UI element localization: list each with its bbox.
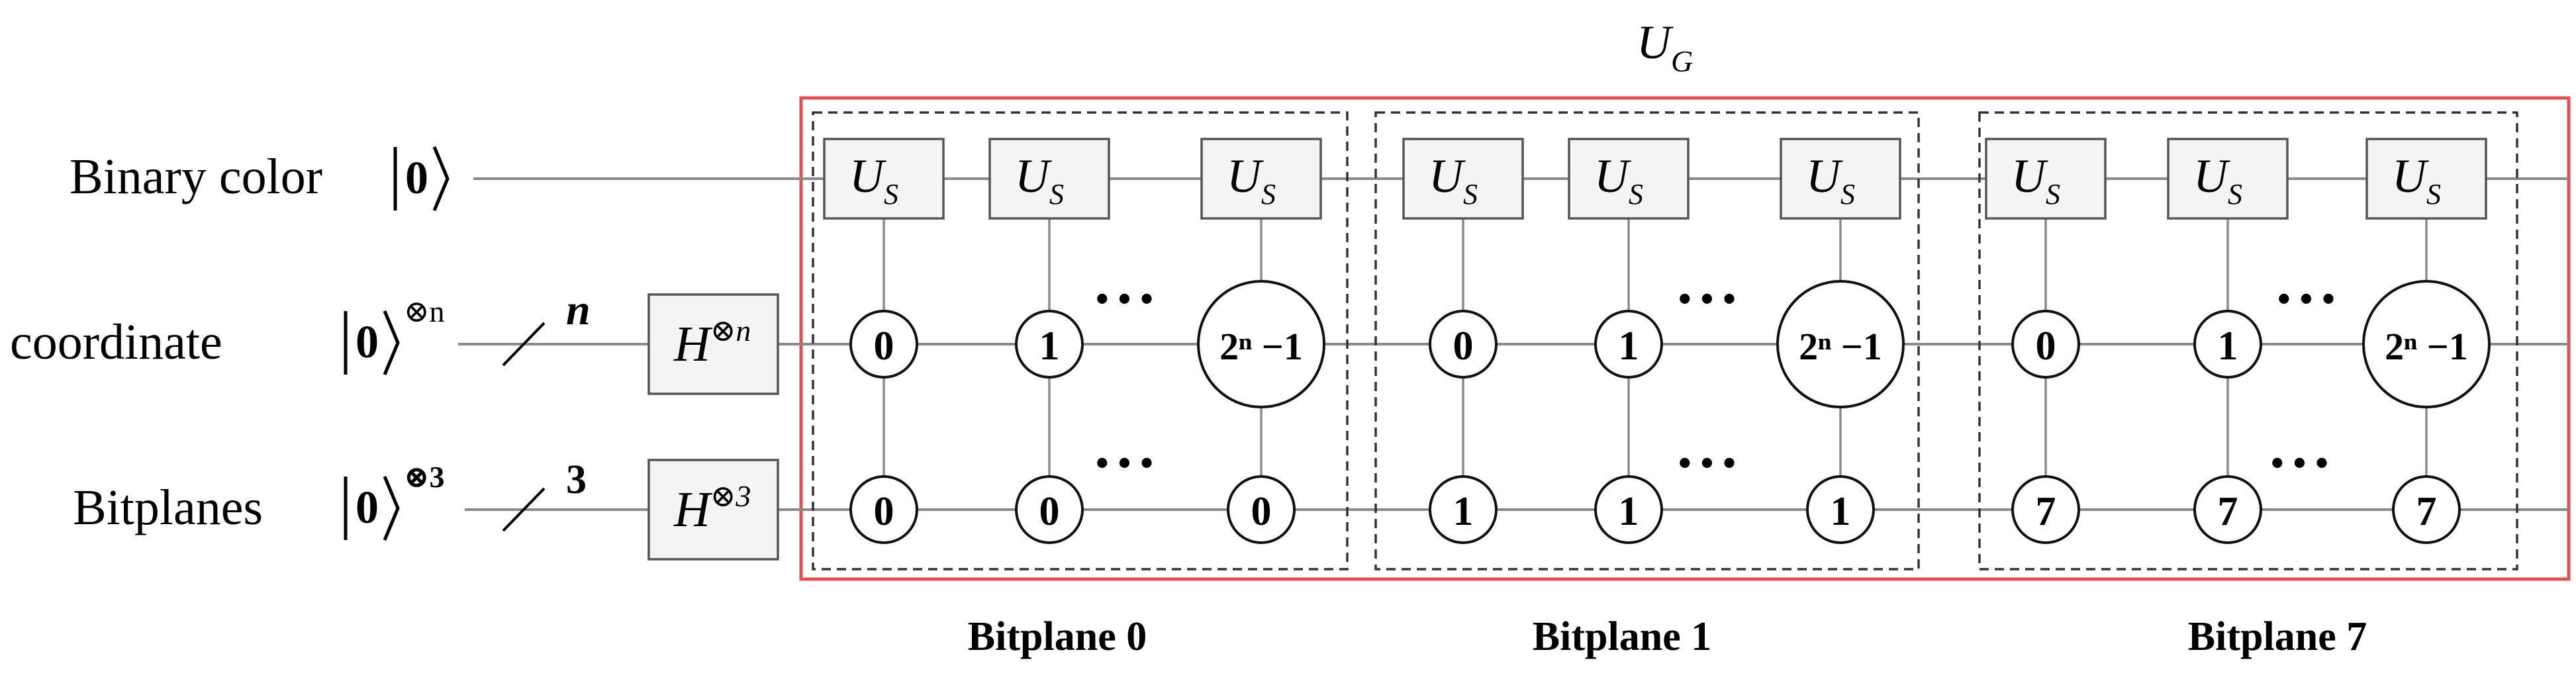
bitplane-caption: Bitplane 7 — [2188, 614, 2367, 659]
us-gate — [1985, 138, 2107, 220]
ug-title: UG — [1637, 16, 1693, 78]
bitplane-control-node — [2392, 475, 2461, 544]
us-gate — [2365, 138, 2487, 220]
svg-text:US: US — [2011, 150, 2060, 210]
ellipsis-coordinate: • • • — [1678, 279, 1736, 320]
bitplane-caption: Bitplane 1 — [1533, 614, 1711, 659]
coordinate-control-node — [849, 310, 918, 379]
coordinate-control-node — [1429, 310, 1498, 379]
ket-bitplanes: 0 ⊗3 — [344, 460, 445, 541]
ellipsis-bitplanes: • • • — [2271, 443, 2328, 484]
svg-text:0: 0 — [1251, 489, 1272, 534]
svg-text:2ⁿ −1: 2ⁿ −1 — [1799, 325, 1882, 368]
bitplane-caption: Bitplane 0 — [968, 614, 1147, 659]
us-gate — [1568, 138, 1690, 220]
svg-text:1: 1 — [1619, 324, 1639, 369]
bitplane-block-1: US US US 0 1 2ⁿ −1 1 1 1 • • • • • • Bit… — [1374, 111, 1920, 659]
svg-text:7: 7 — [2416, 489, 2437, 534]
coordinate-control-node — [1015, 310, 1084, 379]
bundle-slash-coordinate — [502, 322, 546, 367]
svg-text:0: 0 — [2036, 324, 2056, 369]
svg-text:2ⁿ −1: 2ⁿ −1 — [1219, 325, 1303, 368]
hadamard-label-coordinate: H⊗n — [673, 314, 751, 372]
hadamard-gate-bitplanes — [647, 459, 779, 561]
us-gate — [988, 138, 1110, 220]
bundle-slash-bitplanes — [502, 487, 546, 532]
label-binary-color: Binary color — [70, 149, 322, 205]
bitplane-block-7: US US US 0 1 2ⁿ −1 7 7 7 • • • • • • Bit… — [1978, 111, 2518, 659]
svg-text:US: US — [1227, 150, 1276, 210]
bitplane-control-node — [1429, 475, 1498, 544]
svg-text:⊗n: ⊗n — [404, 295, 445, 328]
svg-text:0: 0 — [356, 482, 379, 533]
svg-text:US: US — [1594, 150, 1643, 210]
ug-boundary — [799, 96, 2571, 581]
label-bitplanes: Bitplanes — [73, 480, 263, 535]
us-gate — [2167, 138, 2289, 220]
ket-binary-color: 0 — [393, 146, 450, 211]
ellipsis-coordinate: • • • — [2277, 279, 2335, 320]
svg-text:0: 0 — [356, 317, 379, 368]
svg-text:1: 1 — [2218, 324, 2238, 369]
hadamard-gate-coordinate — [647, 293, 779, 395]
ket-coordinate: 0 ⊗n — [344, 295, 445, 375]
bitplane-1-frame — [1374, 111, 1920, 571]
ellipsis-bitplanes: • • • — [1678, 443, 1736, 484]
hadamard-label-bitplanes: H⊗3 — [673, 479, 751, 537]
bundle-size-bitplanes: 3 — [566, 457, 587, 502]
bitplane-control-node — [1015, 475, 1084, 544]
svg-text:7: 7 — [2218, 489, 2238, 534]
svg-text:1: 1 — [1453, 489, 1474, 534]
svg-text:7: 7 — [2036, 489, 2056, 534]
svg-text:0: 0 — [405, 153, 428, 204]
svg-text:0: 0 — [1453, 324, 1474, 369]
label-coordinate: coordinate — [10, 314, 222, 370]
us-gate — [1200, 138, 1322, 220]
us-gate — [1402, 138, 1524, 220]
bitplane-control-node — [2193, 475, 2262, 544]
coordinate-control-node — [1594, 310, 1663, 379]
us-gate — [1780, 138, 1901, 220]
bitplane-control-node — [1227, 475, 1296, 544]
us-gate — [823, 138, 945, 220]
bitplane-block-0: US US US 0 1 2ⁿ −1 0 0 0 • • • • • • Bit… — [812, 111, 1349, 659]
svg-text:1: 1 — [1619, 489, 1639, 534]
svg-text:⊗3: ⊗3 — [404, 460, 445, 494]
bundle-size-coordinate: n — [566, 286, 591, 334]
svg-text:US: US — [1429, 150, 1478, 210]
coordinate-control-node-last — [1197, 280, 1325, 408]
bitplane-7-frame — [1978, 111, 2518, 571]
coordinate-control-node-last — [1776, 280, 1905, 408]
bitplane-0-frame — [812, 111, 1349, 571]
bitplane-control-node — [1594, 475, 1663, 544]
ellipsis-bitplanes: • • • — [1096, 443, 1153, 484]
svg-text:1: 1 — [1039, 324, 1060, 369]
bitplane-control-node — [2011, 475, 2080, 544]
bitplane-control-node — [849, 475, 918, 544]
bitplane-control-node — [1806, 475, 1875, 544]
svg-text:2ⁿ −1: 2ⁿ −1 — [2385, 325, 2468, 368]
svg-text:0: 0 — [874, 324, 894, 369]
ellipsis-coordinate: • • • — [1096, 279, 1153, 320]
coordinate-control-node — [2193, 310, 2262, 379]
svg-text:0: 0 — [874, 489, 894, 534]
svg-text:1: 1 — [1831, 489, 1851, 534]
svg-text:US: US — [1806, 150, 1855, 210]
svg-text:US: US — [849, 150, 898, 210]
coordinate-control-node — [2011, 310, 2080, 379]
svg-text:0: 0 — [1039, 489, 1060, 534]
svg-text:US: US — [2193, 150, 2242, 210]
coordinate-control-node-last — [2362, 280, 2491, 408]
svg-text:US: US — [2392, 150, 2441, 210]
svg-text:US: US — [1015, 150, 1064, 210]
